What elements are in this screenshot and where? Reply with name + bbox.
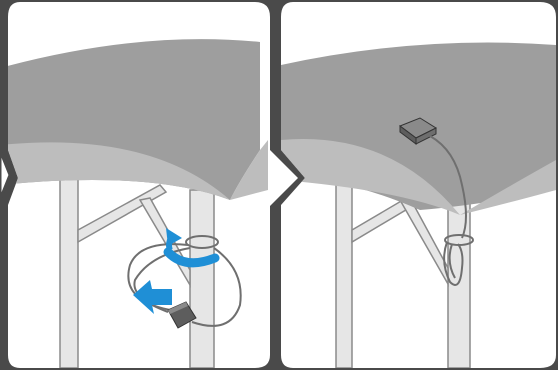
step-1-panel <box>0 2 298 368</box>
table-top <box>0 39 268 200</box>
step-2-panel <box>281 2 556 368</box>
